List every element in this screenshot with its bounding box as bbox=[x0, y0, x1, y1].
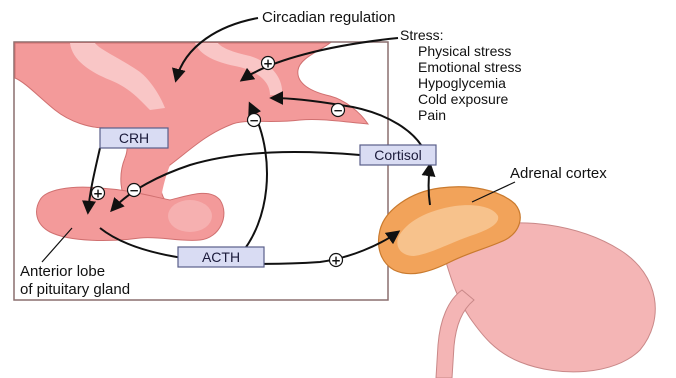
acth-label: ACTH bbox=[202, 249, 240, 265]
crh-label: CRH bbox=[119, 130, 149, 146]
cortisol-minus-hypothalamus-sign: − bbox=[332, 104, 345, 118]
svg-text:+: + bbox=[263, 57, 273, 71]
stress-item-pain: Pain bbox=[418, 107, 446, 123]
crh-box: CRH bbox=[100, 128, 168, 148]
ureter bbox=[436, 290, 474, 378]
circadian-regulation-label: Circadian regulation bbox=[262, 9, 395, 26]
stress-item-hypoglycemia: Hypoglycemia bbox=[418, 75, 506, 91]
acth-plus-sign: + bbox=[330, 254, 343, 268]
crh-plus-sign: + bbox=[92, 187, 105, 201]
pituitary-label-line2: of pituitary gland bbox=[20, 281, 130, 298]
stress-plus-sign: + bbox=[262, 57, 275, 71]
acth-box: ACTH bbox=[178, 247, 264, 267]
stress-item-emotional: Emotional stress bbox=[418, 59, 521, 75]
cortisol-box: Cortisol bbox=[360, 145, 436, 165]
pituitary-label-line1: Anterior lobe bbox=[20, 263, 105, 280]
svg-text:−: − bbox=[333, 104, 343, 118]
posterior-pituitary-lobe bbox=[168, 200, 212, 232]
cortisol-label: Cortisol bbox=[374, 147, 421, 163]
stress-heading-label: Stress: bbox=[400, 27, 444, 43]
adrenal-cortex-label: Adrenal cortex bbox=[510, 165, 607, 182]
stress-item-cold: Cold exposure bbox=[418, 91, 508, 107]
stress-item-physical: Physical stress bbox=[418, 43, 511, 59]
svg-text:−: − bbox=[249, 114, 259, 128]
svg-text:+: + bbox=[331, 254, 341, 268]
cortisol-minus-pituitary-sign: − bbox=[128, 184, 141, 198]
hypothalamus-tissue bbox=[15, 43, 368, 210]
svg-text:−: − bbox=[129, 184, 139, 198]
svg-text:+: + bbox=[93, 187, 103, 201]
arrow-adrenal-to-cortisol bbox=[429, 165, 431, 205]
cortisol-minus-upper-sign: − bbox=[248, 114, 261, 128]
